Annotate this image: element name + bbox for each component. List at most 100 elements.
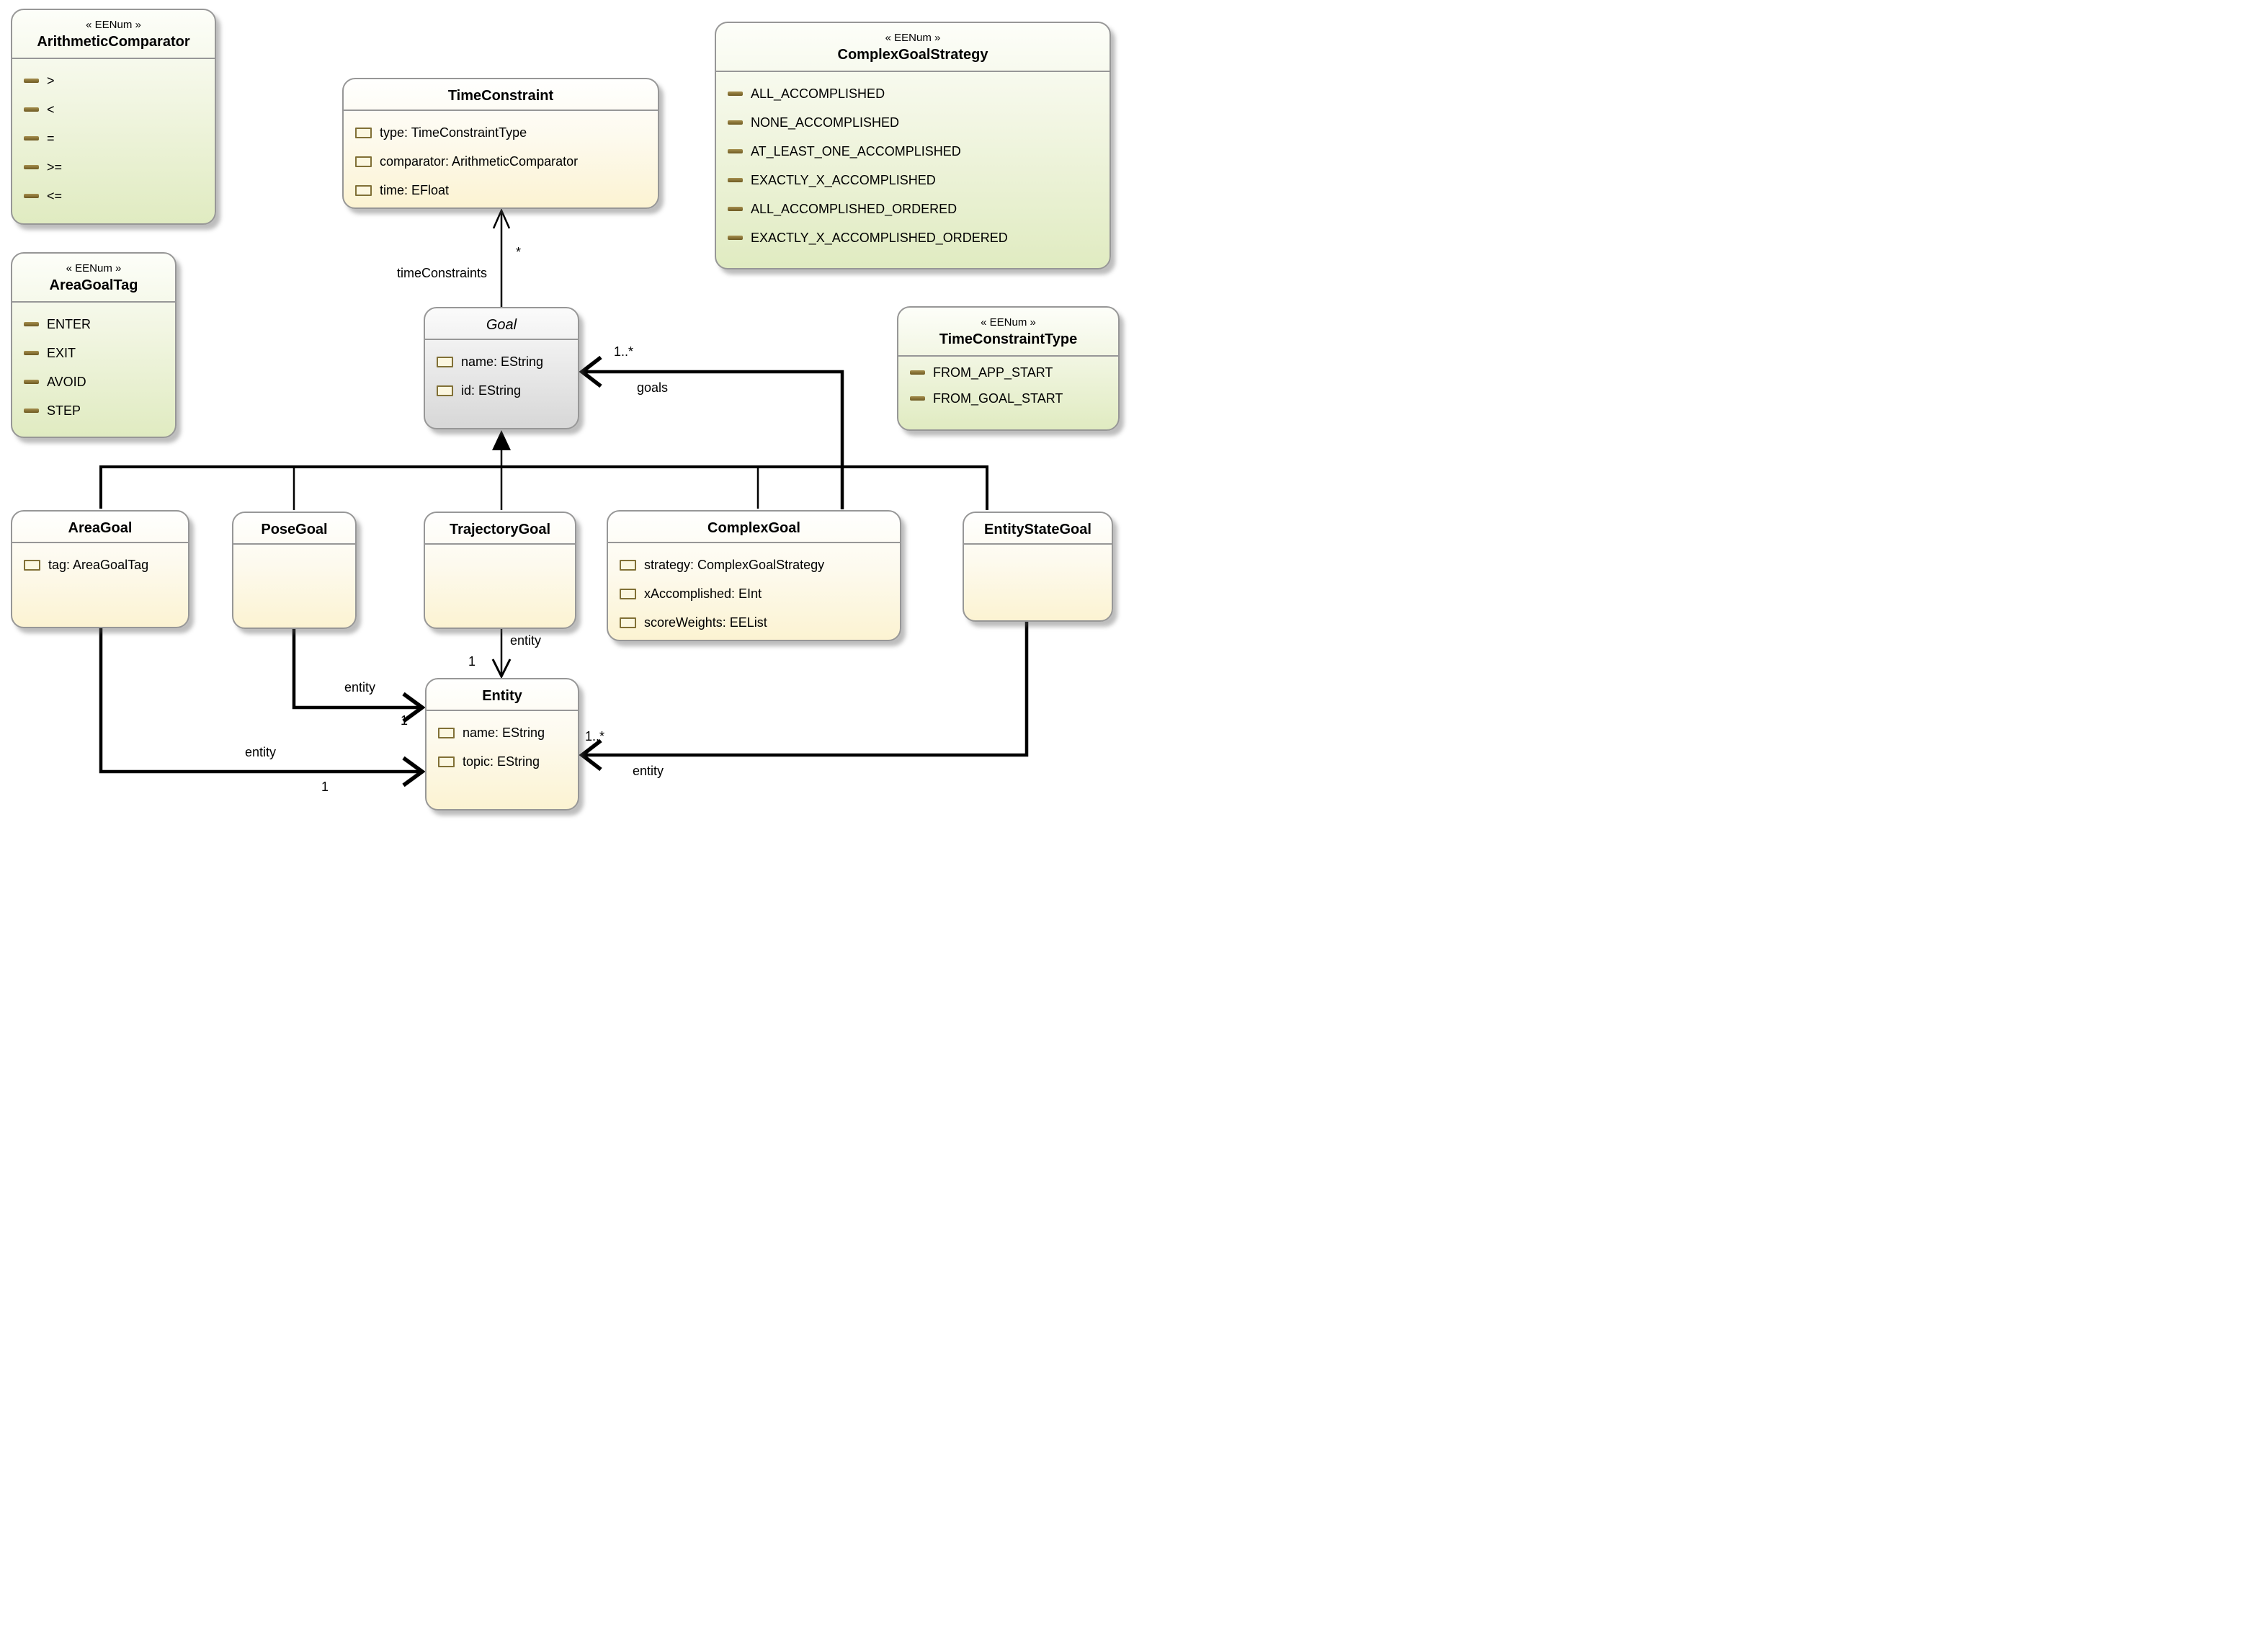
class-complexgoal[interactable]: ComplexGoal strategy: ComplexGoalStrateg…	[607, 510, 901, 641]
class-title: TimeConstraint	[447, 88, 554, 104]
label-trajectory-entity-multiplicity: 1	[468, 654, 476, 669]
open-arrowhead-icon	[579, 738, 602, 772]
enum-areagoaltag[interactable]: « EENum » AreaGoalTag ENTER EXIT AVOID S…	[11, 252, 177, 438]
enum-literal-icon	[728, 91, 743, 96]
class-title: Entity	[482, 688, 522, 704]
label-goals-multiplicity: 1..*	[614, 344, 634, 359]
attribute-row: scoreWeights: EEList	[608, 608, 900, 637]
enum-literal-row: EXACTLY_X_ACCOMPLISHED	[716, 166, 1110, 195]
attribute-icon	[24, 559, 40, 571]
open-arrowhead-icon	[579, 355, 602, 388]
enum-literal-icon	[24, 351, 39, 355]
label-entitystate-entity-multiplicity: 1..*	[585, 729, 605, 744]
class-attributes: tag: AreaGoalTag	[12, 543, 188, 627]
class-header: Entity	[427, 679, 578, 711]
inheritance-triangle-icon	[492, 430, 511, 450]
class-header: PoseGoal	[233, 513, 355, 545]
enum-literal-row: ALL_ACCOMPLISHED_ORDERED	[716, 195, 1110, 223]
attribute-row: type: TimeConstraintType	[344, 118, 658, 147]
enum-literal-row: ENTER	[12, 310, 175, 339]
edge-goals	[579, 355, 844, 509]
attribute-icon	[437, 385, 453, 396]
enum-header: « EENum » ComplexGoalStrategy	[716, 23, 1110, 72]
edge-area-entity	[99, 628, 426, 787]
label-timeconstraints-multiplicity: *	[516, 245, 522, 259]
attribute-row: time: EFloat	[344, 176, 658, 205]
enum-literal-row: STEP	[12, 396, 175, 425]
enum-literal-row: EXACTLY_X_ACCOMPLISHED_ORDERED	[716, 223, 1110, 252]
enum-literal-icon	[728, 149, 743, 153]
enum-literal-icon	[910, 396, 925, 401]
enum-title: ComplexGoalStrategy	[837, 47, 988, 63]
enum-literal-icon	[728, 178, 743, 182]
diagram-edges	[99, 207, 1029, 787]
enum-arithmeticcomparator[interactable]: « EENum » ArithmeticComparator > < = >= …	[11, 9, 216, 225]
enum-literals: ENTER EXIT AVOID STEP	[12, 303, 175, 437]
enum-literal-icon	[910, 370, 925, 375]
class-title: Goal	[486, 317, 517, 333]
class-goal[interactable]: Goal name: EString id: EString	[424, 307, 579, 429]
class-posegoal[interactable]: PoseGoal	[232, 512, 357, 629]
enum-literal-row: <=	[12, 182, 215, 210]
class-diagram: timeConstraints * 1..* goals entity 1 en…	[0, 0, 1134, 826]
attribute-row: xAccomplished: EInt	[608, 579, 900, 608]
enum-literal-icon	[24, 408, 39, 413]
stereotype: « EENum »	[885, 32, 941, 44]
class-entitystategoal[interactable]: EntityStateGoal	[963, 512, 1113, 622]
edge-timeconstraints	[492, 207, 511, 307]
label-timeconstraints-role: timeConstraints	[396, 266, 487, 280]
enum-literal-icon	[24, 380, 39, 384]
enum-timeconstrainttype[interactable]: « EENum » TimeConstraintType FROM_APP_ST…	[897, 306, 1120, 431]
open-arrowhead-icon	[491, 658, 512, 679]
class-timeconstraint[interactable]: TimeConstraint type: TimeConstraintType …	[342, 78, 659, 209]
class-attributes: strategy: ComplexGoalStrategy xAccomplis…	[608, 543, 900, 640]
enum-literal-icon	[728, 236, 743, 240]
enum-literal-row: >	[12, 66, 215, 95]
enum-literal-row: FROM_GOAL_START	[898, 385, 1118, 411]
enum-literal-row: EXIT	[12, 339, 175, 367]
open-arrowhead-icon	[402, 692, 426, 723]
attribute-row: comparator: ArithmeticComparator	[344, 147, 658, 176]
enum-literal-icon	[24, 136, 39, 140]
class-header: EntityStateGoal	[964, 513, 1112, 545]
class-areagoal[interactable]: AreaGoal tag: AreaGoalTag	[11, 510, 189, 628]
class-attributes: name: EString id: EString	[425, 340, 578, 428]
enum-title: ArithmeticComparator	[37, 34, 190, 50]
enum-title: TimeConstraintType	[939, 331, 1078, 347]
enum-literal-row: FROM_APP_START	[898, 360, 1118, 385]
attribute-row: strategy: ComplexGoalStrategy	[608, 550, 900, 579]
enum-literal-icon	[728, 120, 743, 125]
class-header: AreaGoal	[12, 512, 188, 543]
enum-literal-icon	[24, 322, 39, 326]
class-attributes	[233, 545, 355, 628]
enum-literal-row: =	[12, 124, 215, 153]
class-header: TrajectoryGoal	[425, 513, 575, 545]
generalization-bus	[99, 430, 988, 510]
enum-literal-row: AT_LEAST_ONE_ACCOMPLISHED	[716, 137, 1110, 166]
attribute-icon	[355, 127, 372, 138]
stereotype: « EENum »	[981, 316, 1036, 329]
open-arrowhead-icon	[402, 756, 426, 787]
class-title: AreaGoal	[68, 520, 133, 536]
attribute-row: tag: AreaGoalTag	[12, 550, 188, 579]
class-entity[interactable]: Entity name: EString topic: EString	[425, 678, 579, 811]
class-title: PoseGoal	[261, 522, 328, 537]
enum-complexgoalstrategy[interactable]: « EENum » ComplexGoalStrategy ALL_ACCOMP…	[715, 22, 1111, 269]
attribute-icon	[355, 156, 372, 167]
enum-title: AreaGoalTag	[49, 277, 138, 293]
class-title: EntityStateGoal	[984, 522, 1091, 537]
enum-literal-row: <	[12, 95, 215, 124]
label-pose-entity-multiplicity: 1	[401, 713, 408, 728]
class-trajectorygoal[interactable]: TrajectoryGoal	[424, 512, 576, 629]
enum-header: « EENum » ArithmeticComparator	[12, 10, 215, 59]
enum-literal-row: NONE_ACCOMPLISHED	[716, 108, 1110, 137]
enum-literals: FROM_APP_START FROM_GOAL_START	[898, 357, 1118, 429]
class-header: Goal	[425, 308, 578, 340]
edge-trajectory-entity	[491, 629, 512, 679]
enum-literal-row: AVOID	[12, 367, 175, 396]
label-area-entity-multiplicity: 1	[321, 780, 329, 794]
stereotype: « EENum »	[86, 19, 141, 31]
enum-literal-icon	[24, 79, 39, 83]
class-header: TimeConstraint	[344, 79, 658, 111]
class-attributes: type: TimeConstraintType comparator: Ari…	[344, 111, 658, 207]
